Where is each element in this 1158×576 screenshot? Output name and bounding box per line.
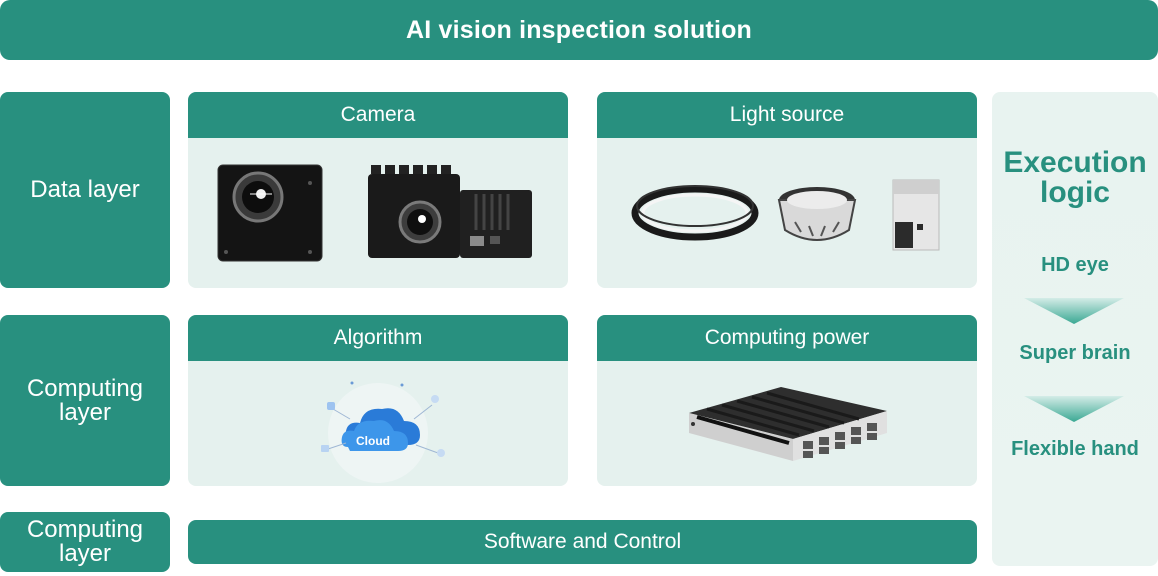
camera-images (217, 164, 532, 262)
light-source-card-body (597, 138, 977, 288)
dome-light-icon (777, 187, 857, 241)
chevron-down-icon (1024, 396, 1124, 422)
camera-icon (217, 164, 323, 262)
camera-card-header: Camera (188, 92, 568, 138)
industrial-computer-image (689, 387, 887, 461)
camera-card-body (188, 138, 568, 288)
control-layer-label: Computing layer (0, 512, 170, 572)
page-title: AI vision inspection solution (405, 15, 753, 44)
algorithm-card: Algorithm Cloud (188, 315, 568, 486)
computing-power-card-header: Computing power (597, 315, 977, 361)
step-super-brain: Super brain (1019, 342, 1131, 364)
algorithm-card-header: Algorithm (188, 315, 568, 361)
cloud-label: Cloud (356, 434, 390, 448)
cloud-illustration: Cloud (321, 381, 445, 483)
industrial-computer-icon (689, 387, 887, 461)
algorithm-card-body: Cloud (188, 361, 568, 486)
step-hd-eye: HD eye (1041, 254, 1109, 276)
computing-power-card: Computing power (597, 315, 977, 486)
computing-power-card-body (597, 361, 977, 486)
camera-heatsink-icon (368, 165, 532, 258)
data-layer-text: Data layer (30, 176, 140, 203)
bar-light-icon (892, 179, 940, 251)
data-layer-label: Data layer (0, 92, 170, 288)
software-control-bar: Software and Control (188, 520, 977, 564)
ring-light-icon (631, 185, 759, 241)
computing-layer-label: Computing layer (0, 315, 170, 486)
cloud-icon: Cloud (341, 408, 420, 451)
computing-layer-text: Computing layer (26, 374, 144, 426)
light-source-card-header: Light source (597, 92, 977, 138)
chevron-down-icon (1024, 298, 1124, 324)
software-control-label: Software and Control (483, 530, 682, 553)
execution-logic-panel: Execution logic HD eye Super brain Flexi… (992, 92, 1158, 566)
execution-logic-title: Execution logic (1003, 146, 1147, 209)
control-layer-text: Computing layer (26, 516, 144, 567)
light-source-images (631, 179, 940, 251)
page-title-banner: AI vision inspection solution (0, 0, 1158, 60)
camera-card: Camera (188, 92, 568, 288)
light-source-card: Light source (597, 92, 977, 288)
step-flexible-hand: Flexible hand (1011, 438, 1139, 460)
